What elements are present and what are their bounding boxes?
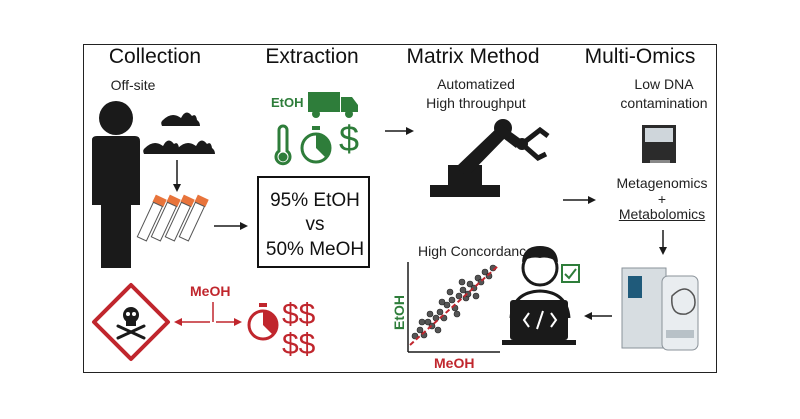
high-throughput-label: High throughput: [426, 95, 526, 111]
robot-arm-icon: [430, 119, 550, 197]
box-line-etoh: 95% EtOH: [270, 190, 360, 211]
stopwatch-icon: [300, 126, 332, 164]
person-icon: [92, 101, 140, 268]
truck-icon: [308, 92, 358, 118]
cost-row-1: $$: [282, 298, 316, 331]
box-line-vs: vs: [305, 214, 325, 235]
metagenomics-label: Metagenomics: [616, 175, 708, 191]
analyst-icon: [502, 246, 576, 345]
thermometer-icon: [274, 124, 292, 166]
sequencer-icon: [642, 125, 676, 163]
heading-matrix-method: Matrix Method: [406, 45, 540, 68]
dollar-sign: $: [339, 118, 360, 159]
meoh-label: MeOH: [190, 283, 231, 299]
figure-frame: [83, 44, 717, 373]
heading-collection: Collection: [108, 45, 202, 68]
etoh-truck-label: EtOH: [271, 95, 304, 110]
off-site-label: Off-site: [110, 77, 156, 93]
solvent-comparison-box: 95% EtOH vs 50% MeOH: [257, 176, 370, 268]
low-dna-label: Low DNA: [634, 76, 694, 92]
red-stopwatch-icon: [247, 303, 279, 341]
sample-tubes-icon: [136, 194, 209, 242]
meoh-connector: [174, 302, 242, 326]
concordance-scatter-plot: [407, 262, 500, 353]
box-line-meoh: 50% MeOH: [265, 239, 365, 260]
plus-label: +: [657, 191, 667, 207]
scatter-x-label: MeOH: [434, 355, 475, 371]
stool-sample-icon: [143, 112, 215, 154]
toxic-hazard-icon: [92, 283, 170, 361]
contamination-label: contamination: [620, 95, 708, 111]
cost-row-2: $$: [282, 328, 316, 361]
automatized-label: Automatized: [437, 76, 515, 92]
heading-multi-omics: Multi-Omics: [584, 45, 696, 68]
high-concordance-title: High Concordance: [418, 243, 534, 259]
metabolomics-label: Metabolomics: [618, 206, 706, 222]
mass-spectrometer-icon: [621, 267, 699, 351]
checkmark-icon: [561, 264, 580, 283]
heading-extraction: Extraction: [265, 45, 359, 68]
